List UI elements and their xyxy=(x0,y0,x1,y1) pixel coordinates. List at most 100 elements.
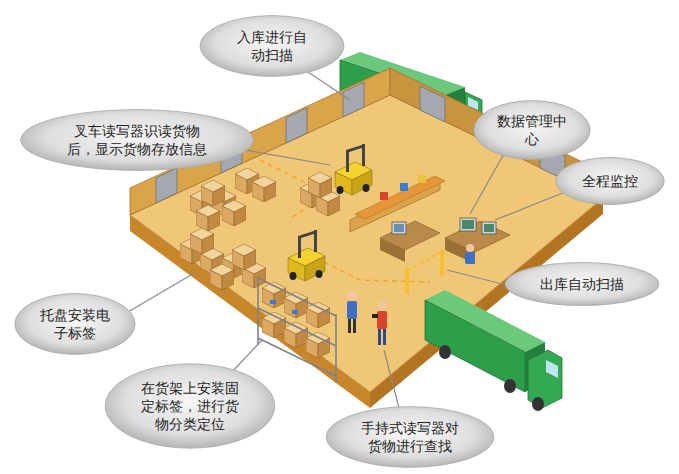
goods-row xyxy=(418,175,426,183)
goods-shelf xyxy=(258,278,336,316)
worker xyxy=(377,311,387,329)
forklift xyxy=(288,258,305,281)
callout-text: 全程监控 xyxy=(580,172,640,190)
goods-row xyxy=(400,183,408,191)
callout-bubble: 叉车读写器识读货物后，显示货物存放信息 xyxy=(19,109,255,171)
roll-up-door xyxy=(156,168,177,203)
callout-bubble: 手持式读写器对货物进行查找 xyxy=(325,406,495,468)
worker xyxy=(378,329,381,345)
bubble-ellipse xyxy=(15,294,135,355)
bubble-ellipse xyxy=(505,262,659,305)
callout-text: 托盘安装电子标签 xyxy=(38,306,112,342)
goods-shelf xyxy=(258,276,336,383)
data-center xyxy=(462,220,474,229)
forklift xyxy=(335,172,352,195)
goods-box xyxy=(252,176,276,202)
roll-up-door xyxy=(420,86,445,122)
leader-line xyxy=(128,272,196,312)
bubble-ellipse xyxy=(21,110,254,171)
callout-text: 入库进行自动扫描 xyxy=(235,28,309,64)
bubble-ellipse xyxy=(326,407,494,468)
callout-text: 手持式读写器对货物进行查找 xyxy=(358,419,462,455)
leader-line xyxy=(384,350,400,412)
forklift xyxy=(363,184,370,192)
worker xyxy=(377,301,387,311)
goods-box xyxy=(210,264,234,290)
worker xyxy=(383,329,386,345)
worker xyxy=(347,301,357,319)
worker xyxy=(353,319,356,333)
worker xyxy=(372,314,378,318)
truck-out xyxy=(546,360,558,378)
data-center xyxy=(465,252,475,264)
exit-gate xyxy=(405,268,409,294)
leader-line xyxy=(447,270,510,286)
exit-gate xyxy=(407,252,442,270)
goods-row xyxy=(380,192,388,200)
truck-out xyxy=(504,379,516,393)
exit-gate xyxy=(405,250,444,294)
truck-out xyxy=(532,397,544,411)
data-center xyxy=(394,224,404,232)
roll-up-door xyxy=(286,108,307,143)
forklift xyxy=(298,236,301,258)
data-center xyxy=(380,238,405,262)
worker xyxy=(347,291,387,345)
forklift xyxy=(352,170,372,195)
goods-shelf xyxy=(335,314,337,383)
callout-text: 在货架上安装固定标签，进行货物分类定位 xyxy=(138,379,242,433)
forklift xyxy=(305,256,325,281)
data-center xyxy=(380,218,510,264)
goods-box xyxy=(222,200,246,226)
forklift xyxy=(316,270,323,278)
truck-out xyxy=(425,300,525,392)
callout-text: 数据管理中心 xyxy=(495,112,569,148)
forklift xyxy=(290,272,297,280)
goods-shelf xyxy=(258,308,336,346)
goods-shelf xyxy=(270,300,276,304)
worker xyxy=(347,291,357,301)
callout-bubble: 在货架上安装固定标签，进行货物分类定位 xyxy=(104,363,276,449)
data-center xyxy=(445,238,475,264)
callout-text: 叉车读写器识读货物后，显示货物存放信息 xyxy=(64,122,210,158)
leader-line xyxy=(305,70,350,100)
goods-box xyxy=(308,172,332,198)
callout-bubble: 入库进行自动扫描 xyxy=(199,15,345,77)
goods-box xyxy=(180,168,340,290)
bubble-ellipse xyxy=(474,101,590,160)
goods-shelf xyxy=(258,276,336,383)
data-center xyxy=(466,244,474,252)
leader-line xyxy=(232,340,262,372)
data-center xyxy=(482,222,496,234)
goods-shelf xyxy=(306,332,330,358)
data-center xyxy=(460,218,476,231)
goods-box xyxy=(232,244,256,270)
forklift xyxy=(337,186,344,194)
truck-out xyxy=(439,345,451,359)
callout-text: 出库自动扫描 xyxy=(537,275,627,293)
forklift xyxy=(346,144,365,153)
goods-shelf xyxy=(257,276,259,345)
goods-box xyxy=(201,180,225,206)
bubble-shape xyxy=(325,406,495,468)
callout-bubble: 托盘安装电子标签 xyxy=(14,293,136,355)
goods-box xyxy=(190,228,214,254)
worker xyxy=(348,319,351,333)
truck-out xyxy=(425,290,562,411)
leader-line xyxy=(495,192,565,220)
floor-path xyxy=(260,160,430,282)
bubble-shape xyxy=(473,100,591,160)
leader-line xyxy=(245,150,330,165)
callout-bubble: 数据管理中心 xyxy=(473,100,591,160)
data-center xyxy=(392,222,406,234)
bubble-shape xyxy=(14,293,136,355)
truck-out xyxy=(528,350,562,408)
callout-bubble: 全程监控 xyxy=(555,157,665,205)
goods-shelf xyxy=(306,302,330,328)
goods-box xyxy=(196,205,220,231)
bubble-ellipse xyxy=(105,364,275,448)
roll-up-door xyxy=(343,82,364,117)
bubble-ellipse xyxy=(200,16,344,77)
